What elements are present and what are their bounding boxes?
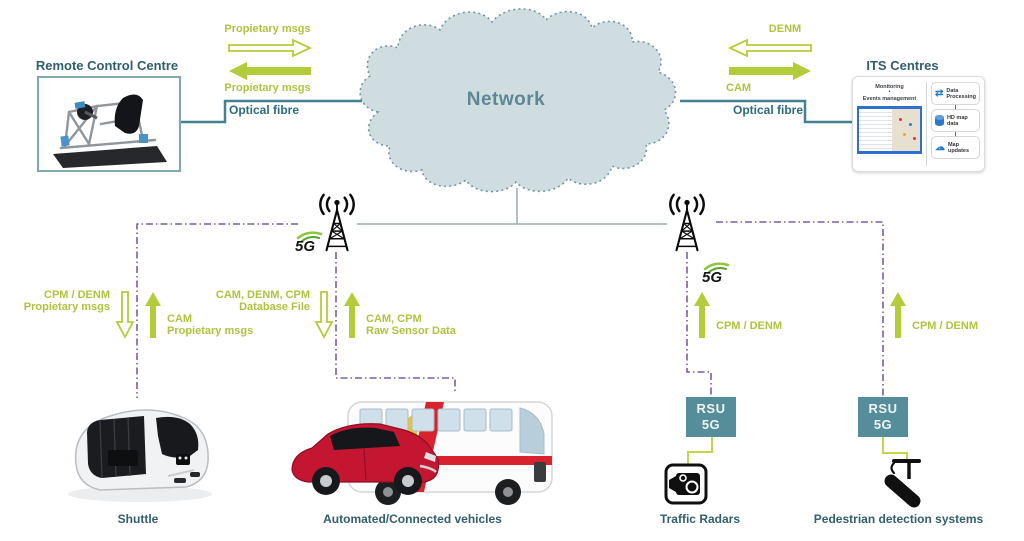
shuttle-up-label-2: Propietary msgs bbox=[167, 325, 254, 337]
arrow-up-solid-icon bbox=[145, 292, 161, 338]
remote-control-centre-title: Remote Control Centre bbox=[35, 58, 179, 73]
rsu-to-radar-line bbox=[687, 437, 713, 464]
pedestrian-label: Pedestrian detection systems bbox=[813, 512, 984, 526]
antenna-tower-right-icon bbox=[669, 193, 705, 252]
optical-fibre-left-label: Optical fibre bbox=[228, 103, 299, 117]
shuttle-image bbox=[68, 409, 212, 502]
vehicles-label: Automated/Connected vehicles bbox=[323, 512, 502, 526]
car-image bbox=[291, 423, 440, 495]
5g-logo-left: 5G bbox=[293, 229, 331, 257]
radars-up-label: CPM / DENM bbox=[716, 320, 782, 332]
shuttle-up-label-1: CAM bbox=[167, 313, 193, 325]
simulator-rig-illustration bbox=[53, 94, 167, 168]
rsu-device-links bbox=[687, 437, 908, 464]
events-management-label: Events management bbox=[862, 96, 917, 102]
its-centres-title: ITS Centres bbox=[866, 58, 939, 73]
5g-swoosh-icon bbox=[703, 262, 730, 272]
cloud-download-icon: ☁↓ bbox=[934, 141, 945, 153]
its-service-map-updates: ☁↓ Map updates bbox=[930, 136, 980, 159]
tower-to-rsu-left-line bbox=[686, 252, 712, 396]
antenna-tower-left-icon bbox=[319, 193, 355, 252]
shuttle-label: Shuttle bbox=[117, 512, 159, 526]
its-to-network-label: CAM bbox=[726, 82, 752, 94]
remote-control-centre-image bbox=[37, 76, 181, 172]
arrow-down-outline-icon bbox=[314, 291, 334, 339]
network-title: Network bbox=[466, 89, 546, 110]
bullet: • bbox=[888, 89, 891, 95]
arrow-up-solid-icon bbox=[694, 292, 710, 338]
vehicles-up-label-1: CAM, CPM bbox=[366, 313, 422, 325]
vehicles-down-label-2: Database File bbox=[239, 301, 310, 313]
optical-fibre-right-label: Optical fibre bbox=[732, 103, 803, 117]
network-cloud bbox=[359, 8, 677, 193]
tower-to-rsu-right-line bbox=[716, 221, 884, 396]
network-to-towers-line bbox=[357, 188, 667, 225]
5g-logo-right: 5G bbox=[700, 260, 738, 288]
shuttle-down-label-2: Propietary msgs bbox=[23, 301, 110, 313]
vehicles-down-label-1: CAM, DENM, CPM bbox=[215, 289, 310, 301]
data-table-thumb bbox=[859, 109, 893, 151]
shuttle-down-label-1: CPM / DENM bbox=[44, 289, 110, 301]
rsu-to-pedestrian-line bbox=[882, 437, 908, 460]
cloud-shape bbox=[359, 8, 677, 193]
5g-swoosh-icon bbox=[296, 231, 323, 241]
rsu-box-pedestrian: RSU 5G bbox=[858, 397, 908, 437]
tower-to-shuttle-line bbox=[136, 223, 298, 398]
its-monitoring-section: Monitoring • Events management bbox=[857, 82, 922, 166]
traffic-radars-label: Traffic Radars bbox=[659, 512, 741, 526]
pedestrian-up-label: CPM / DENM bbox=[912, 320, 978, 332]
rsu-box-traffic-radars: RSU 5G bbox=[686, 397, 736, 437]
arrow-left-solid-icon bbox=[229, 62, 311, 80]
wireless-dash-lines bbox=[136, 221, 884, 398]
arrow-right-outline-icon bbox=[228, 38, 313, 58]
pedestrian-sensor-icon bbox=[884, 459, 921, 508]
its-centres-panel: Monitoring • Events management ⇄ Data Pr… bbox=[852, 76, 985, 172]
service-connector bbox=[954, 105, 956, 109]
vehicles-image bbox=[291, 401, 553, 505]
service-connector bbox=[954, 132, 956, 136]
its-services-column: ⇄ Data Processing HD map data ☁↓ Map upd… bbox=[925, 82, 980, 166]
arrow-left-outline-icon bbox=[727, 38, 812, 58]
map-thumb bbox=[892, 109, 920, 151]
speed-camera-icon bbox=[664, 463, 708, 505]
monitoring-label: Monitoring bbox=[875, 84, 904, 90]
network-to-its-label: DENM bbox=[768, 23, 802, 35]
tower-to-vehicles-line bbox=[335, 252, 456, 394]
arrow-up-solid-icon bbox=[344, 292, 360, 338]
monitoring-screenshot bbox=[857, 106, 922, 154]
network-to-rcc-label: Propietary msgs bbox=[224, 82, 311, 94]
database-icon bbox=[934, 115, 944, 126]
arrow-up-solid-icon bbox=[890, 292, 906, 338]
sync-icon: ⇄ bbox=[934, 87, 944, 99]
arrow-right-solid-icon bbox=[729, 62, 811, 80]
arrow-down-outline-icon bbox=[115, 291, 135, 339]
rcc-to-network-label: Propietary msgs bbox=[224, 23, 311, 35]
optical-fibre-line-left bbox=[177, 99, 362, 124]
its-service-hd-map: HD map data bbox=[930, 109, 980, 132]
optical-fibre-line-right bbox=[680, 99, 853, 124]
its-service-data-processing: ⇄ Data Processing bbox=[930, 82, 980, 105]
vehicles-up-label-2: Raw Sensor Data bbox=[366, 325, 456, 337]
